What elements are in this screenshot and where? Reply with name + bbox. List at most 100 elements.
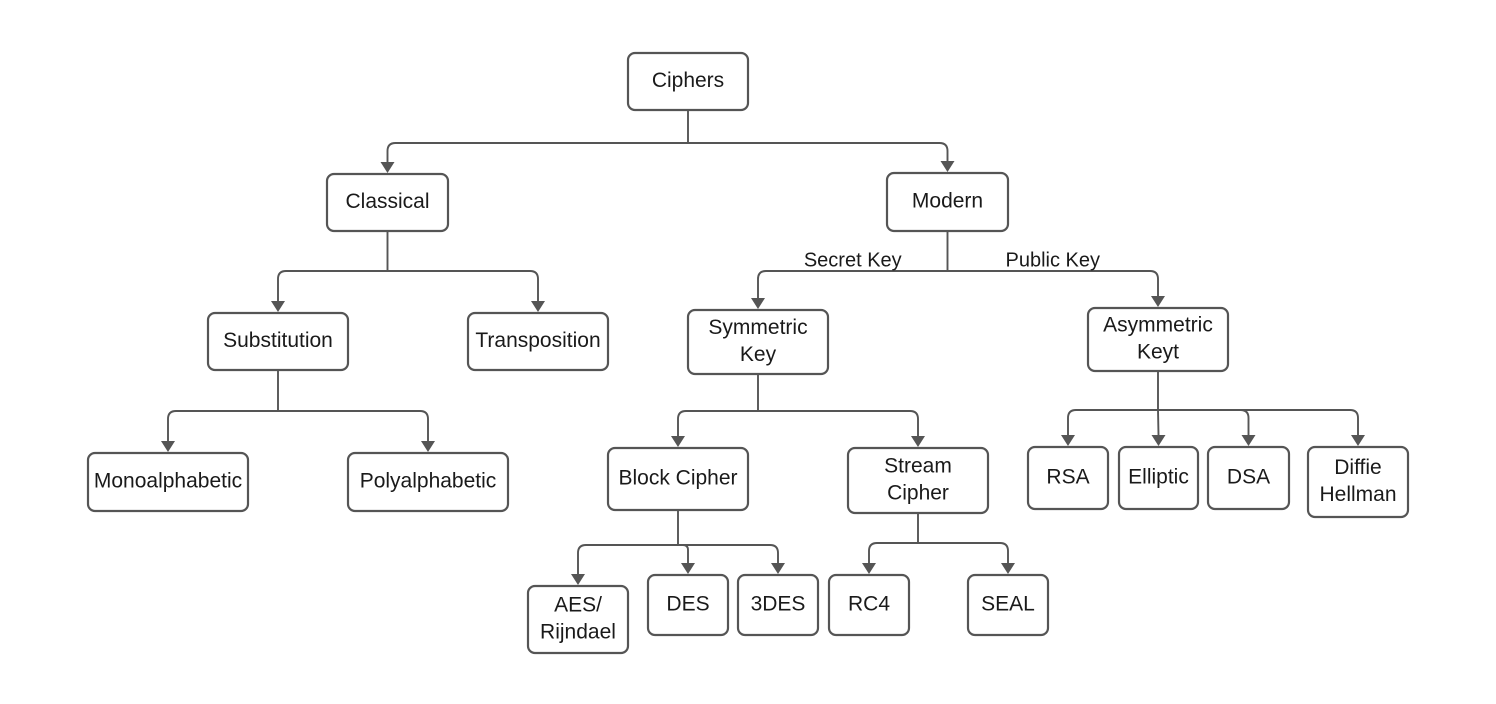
edge-arrowhead [271, 301, 285, 312]
node-label-aes-rijndael: AES/ [554, 594, 602, 617]
node-label-stream-cipher: Cipher [887, 482, 949, 505]
node-box-dsa[interactable] [1206, 445, 1291, 511]
node-label-rc4: RC4 [848, 593, 890, 616]
edge-asymmetric-rsa [1061, 409, 1159, 446]
node-box-3des[interactable] [736, 573, 820, 637]
edge-line [677, 410, 759, 437]
edge-asymmetric-elliptic [1151, 409, 1166, 446]
edge-line [277, 410, 429, 442]
node-ciphers[interactable]: Ciphers [626, 51, 750, 112]
edge-modern-symmetric [751, 270, 949, 309]
node-box-substitution[interactable] [206, 311, 350, 372]
edge-arrowhead [911, 436, 925, 447]
edge-line [1067, 409, 1159, 436]
node-block-cipher[interactable]: Block Cipher [606, 446, 750, 512]
edge-arrowhead [1061, 435, 1075, 446]
node-seal[interactable]: SEAL [966, 573, 1050, 637]
edge-block-des [677, 544, 695, 574]
node-label-classical: Classical [345, 190, 429, 213]
node-label-substitution: Substitution [223, 329, 333, 352]
node-transposition[interactable]: Transposition [466, 311, 610, 372]
edge-arrowhead [161, 441, 175, 452]
node-label-monoalphabetic: Monoalphabetic [94, 470, 242, 493]
edge-arrowhead [421, 441, 435, 452]
edge-line [757, 270, 949, 299]
edge-arrowhead [1001, 563, 1015, 574]
node-box-transposition[interactable] [466, 311, 610, 372]
node-box-block-cipher[interactable] [606, 446, 750, 512]
node-box-rc4[interactable] [827, 573, 911, 637]
node-box-des[interactable] [646, 573, 730, 637]
node-box-seal[interactable] [966, 573, 1050, 637]
node-box-classical[interactable] [325, 172, 450, 233]
node-aes-rijndael[interactable]: AES/Rijndael [526, 584, 630, 655]
node-box-diffie-hellman[interactable] [1306, 445, 1410, 519]
node-rc4[interactable]: RC4 [827, 573, 911, 637]
edge-line [1157, 409, 1359, 436]
node-label-diffie-hellman: Hellman [1319, 483, 1396, 506]
edges-layer [161, 109, 1365, 585]
node-monoalphabetic[interactable]: Monoalphabetic [86, 451, 250, 513]
node-label-asymmetric: Asymmetric [1103, 314, 1213, 337]
edge-arrowhead [940, 161, 955, 172]
edge-asymmetric-diffie [1157, 409, 1365, 446]
edge-line [386, 142, 689, 163]
node-label-polyalphabetic: Polyalphabetic [360, 470, 497, 493]
node-classical[interactable]: Classical [325, 172, 450, 233]
node-substitution[interactable]: Substitution [206, 311, 350, 372]
node-box-symmetric[interactable] [686, 308, 830, 376]
edge-classical-transposition [386, 270, 545, 312]
edge-symmetric-stream [757, 410, 925, 447]
edge-substitution-mono [161, 410, 279, 452]
node-box-aes-rijndael[interactable] [526, 584, 630, 655]
edge-line [167, 410, 279, 442]
node-box-elliptic[interactable] [1117, 445, 1200, 511]
node-label-modern: Modern [912, 190, 983, 213]
edge-asymmetric-dsa [1157, 409, 1256, 446]
edge-line [577, 544, 679, 575]
edge-line [917, 542, 1009, 564]
node-dsa[interactable]: DSA [1206, 445, 1291, 511]
edge-labels-layer: Secret Key Public Key [804, 249, 1100, 271]
edge-block-3des [677, 544, 785, 574]
node-box-monoalphabetic[interactable] [86, 451, 250, 513]
node-box-stream-cipher[interactable] [846, 446, 990, 515]
node-3des[interactable]: 3DES [736, 573, 820, 637]
edge-ciphers-classical [380, 142, 689, 173]
node-box-polyalphabetic[interactable] [346, 451, 510, 513]
edge-arrowhead [771, 563, 785, 574]
node-rsa[interactable]: RSA [1026, 445, 1110, 511]
edge-line [946, 270, 1159, 297]
edge-label: Secret Key [804, 249, 902, 271]
node-des[interactable]: DES [646, 573, 730, 637]
edge-line [677, 544, 689, 564]
node-label-asymmetric: Keyt [1137, 341, 1179, 364]
node-modern[interactable]: Modern [885, 171, 1010, 233]
edge-symmetric-block [671, 410, 759, 447]
edge-arrowhead [671, 436, 685, 447]
node-label-3des: 3DES [751, 593, 806, 616]
node-box-rsa[interactable] [1026, 445, 1110, 511]
node-polyalphabetic[interactable]: Polyalphabetic [346, 451, 510, 513]
node-label-rsa: RSA [1046, 466, 1089, 489]
node-label-des: DES [666, 593, 709, 616]
edge-arrowhead [1241, 435, 1256, 446]
node-box-ciphers[interactable] [626, 51, 750, 112]
node-label-elliptic: Elliptic [1128, 466, 1189, 489]
edge-arrowhead [1151, 296, 1165, 307]
edge-arrowhead [1151, 435, 1166, 446]
node-box-asymmetric[interactable] [1086, 306, 1230, 373]
edge-label: Public Key [1006, 249, 1101, 271]
node-box-modern[interactable] [885, 171, 1010, 233]
node-elliptic[interactable]: Elliptic [1117, 445, 1200, 511]
node-label-stream-cipher: Stream [884, 455, 952, 478]
edge-classical-substitution [271, 270, 389, 312]
node-label-ciphers: Ciphers [652, 69, 724, 92]
edge-line [677, 544, 779, 564]
